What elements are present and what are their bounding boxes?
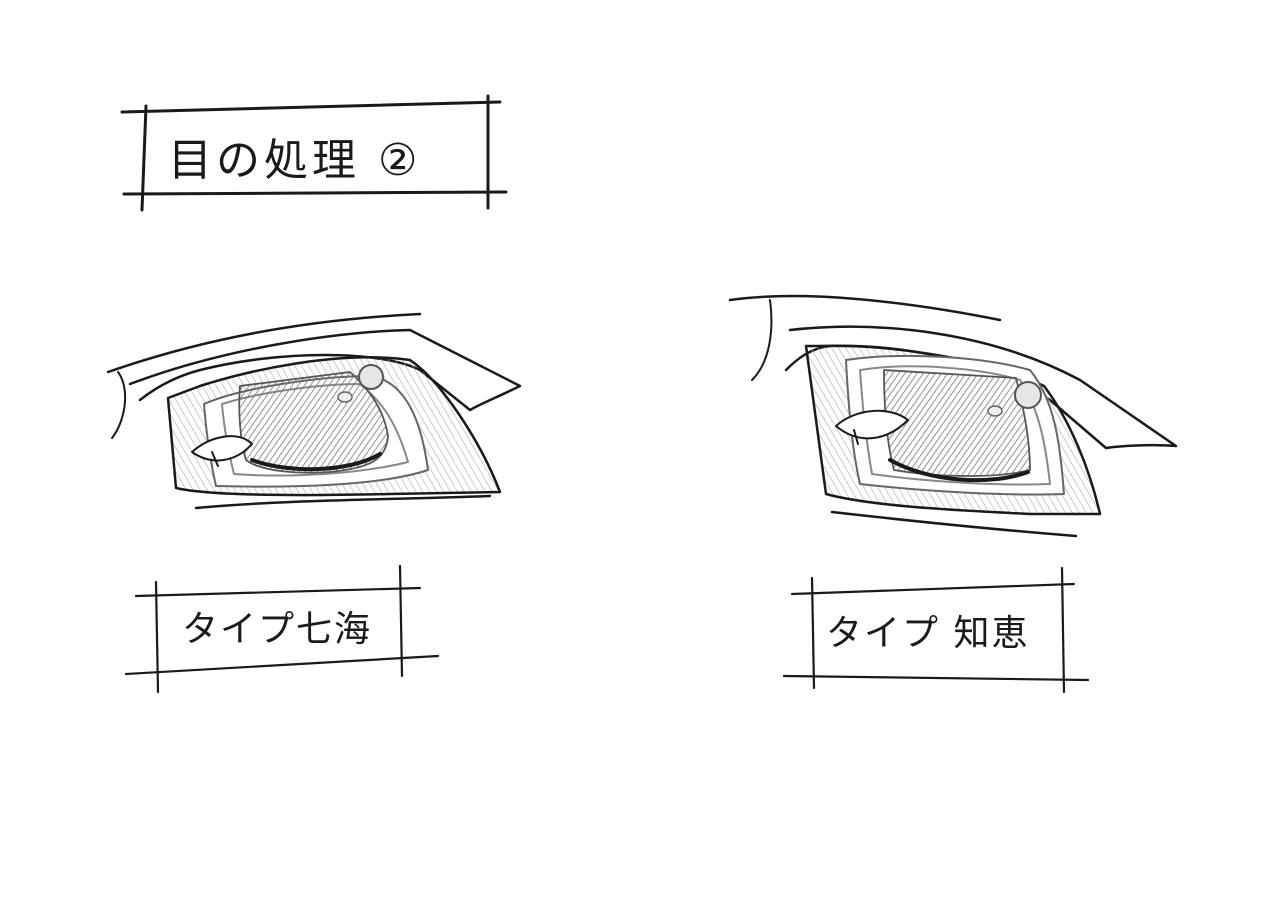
eye-drawing-left — [106, 312, 522, 510]
caption-right: タイプ 知恵 — [826, 613, 1030, 654]
caption-frame-left — [124, 564, 440, 694]
caption-frame-right — [782, 566, 1090, 694]
caption-left: タイプ七海 — [182, 609, 373, 650]
title-frame — [120, 94, 508, 212]
page-title: 目の処理 ② — [168, 135, 422, 186]
eye-drawing-right — [728, 294, 1178, 538]
